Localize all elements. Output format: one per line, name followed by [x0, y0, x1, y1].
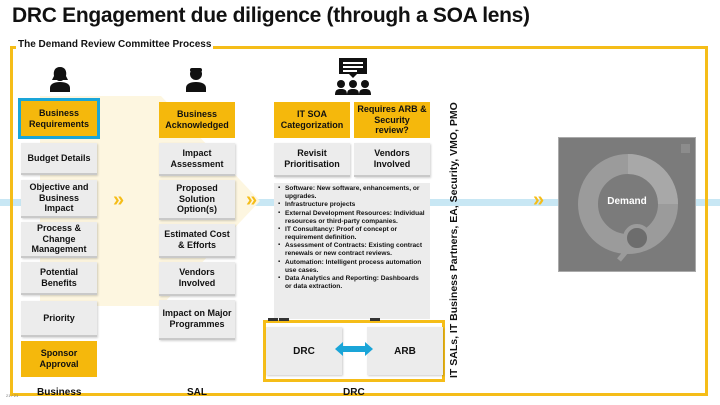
process-frame — [10, 46, 708, 396]
details-item: Assessment of Contracts: Existing contra… — [278, 242, 427, 258]
slide-title: DRC Engagement due diligence (through a … — [12, 4, 530, 27]
sal-card-acknowledged[interactable]: Business Acknowledged — [159, 102, 235, 138]
business-card-requirements[interactable]: Business Requirements — [18, 98, 100, 139]
drc-link-card[interactable]: DRC — [266, 327, 342, 375]
drc-card-categorization[interactable]: IT SOA Categorization — [274, 102, 350, 138]
drc-card-vendors[interactable]: Vendors Involved — [354, 143, 430, 177]
demand-tile[interactable]: Demand — [558, 137, 696, 272]
details-item: Data Analytics and Reporting: Dashboards… — [278, 275, 427, 291]
column-label-drc: DRC — [343, 387, 365, 398]
donut-magnifier-icon — [578, 144, 690, 262]
business-card-priority[interactable]: Priority — [21, 301, 97, 337]
sal-card-impact[interactable]: Impact Assessment — [159, 143, 235, 176]
tab-marker — [370, 318, 380, 321]
business-card-budget[interactable]: Budget Details — [21, 143, 97, 175]
business-card-sponsor[interactable]: Sponsor Approval — [21, 341, 97, 377]
business-card-benefits[interactable]: Potential Benefits — [21, 262, 97, 295]
arb-link-card[interactable]: ARB — [367, 327, 443, 375]
speech-group-icon — [335, 58, 371, 95]
person-icon — [50, 67, 70, 92]
drc-details-panel: Software: New software, enhancements, or… — [274, 183, 430, 319]
details-item: IT Consultancy: Proof of concept or requ… — [278, 226, 427, 242]
details-item: External Development Resources: Individu… — [278, 210, 427, 226]
column-label-sal: SAL — [187, 387, 207, 398]
double-arrow-icon — [335, 342, 373, 356]
double-chevron-icon: » — [246, 189, 257, 211]
double-chevron-icon: » — [533, 189, 544, 211]
demand-label: Demand — [607, 196, 647, 207]
tab-marker — [268, 318, 278, 321]
stakeholders-label: IT SALs, IT Business Partners, EA, Secur… — [448, 102, 460, 378]
sal-card-vendors[interactable]: Vendors Involved — [159, 262, 235, 296]
details-item: Automation: Intelligent process automati… — [278, 259, 427, 275]
column-label-business: Business — [37, 387, 82, 398]
business-card-process[interactable]: Process & Change Management — [21, 222, 97, 258]
drc-card-arb-review[interactable]: Requires ARB & Security review? — [354, 102, 430, 138]
sal-card-cost[interactable]: Estimated Cost & Efforts — [159, 224, 235, 258]
person-icon — [186, 68, 206, 92]
sal-card-programmes[interactable]: Impact on Major Programmes — [159, 300, 235, 340]
drc-card-prioritisation[interactable]: Revisit Prioritisation — [274, 143, 350, 177]
business-card-objective[interactable]: Objective and Business Impact — [21, 180, 97, 218]
details-item: Infrastructure projects — [278, 201, 427, 209]
slide-number: 21 / 21 — [6, 393, 19, 398]
frame-label: The Demand Review Committee Process — [16, 39, 214, 50]
double-chevron-icon: » — [113, 189, 124, 211]
details-item: Software: New software, enhancements, or… — [278, 185, 427, 201]
sal-card-solution[interactable]: Proposed Solution Option(s) — [159, 180, 235, 220]
tab-marker — [279, 318, 289, 321]
